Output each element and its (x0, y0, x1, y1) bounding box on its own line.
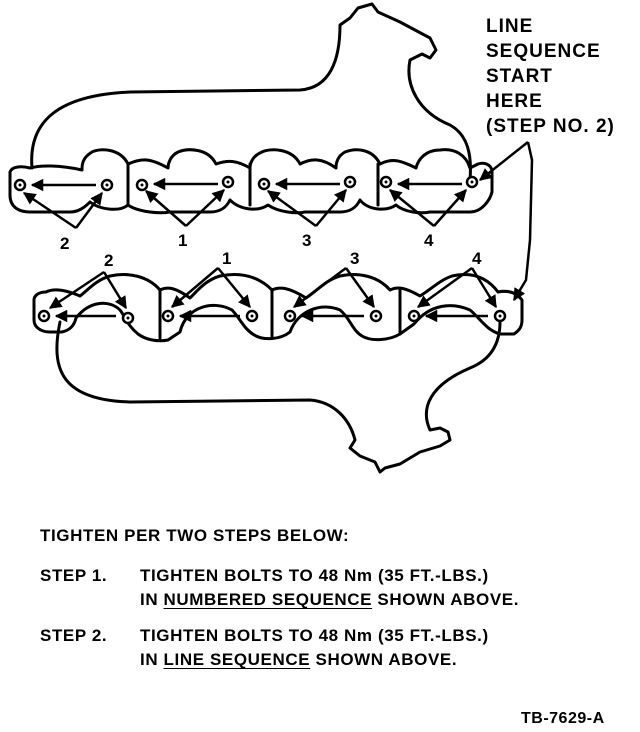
upper-port-number: 4 (424, 231, 434, 250)
callout-line: (STEP NO. 2) (486, 116, 615, 137)
step-2-line-1: TIGHTEN BOLTS TO 48 Nm (35 FT.-LBS.) (140, 626, 489, 645)
callout-line: LINE (486, 16, 534, 37)
step-1-label: STEP 1. (40, 566, 108, 585)
upper-number-leaders (22, 189, 467, 230)
line-sequence-callout: LINE SEQUENCE START HERE (STEP NO. 2) (486, 14, 615, 139)
upper-line-sequence-arrows (30, 177, 462, 192)
lower-number-leaders (48, 266, 498, 310)
line-sequence-underlined: LINE SEQUENCE (163, 650, 311, 669)
step-1-line-2: IN NUMBERED SEQUENCE SHOWN ABOVE. (140, 590, 519, 610)
lower-port-number: 1 (222, 249, 231, 268)
upper-manifold-flange (8, 148, 494, 215)
lower-port-number: 2 (104, 251, 113, 270)
step-1-in: IN (140, 590, 164, 609)
figure-code: TB-7629-A (521, 710, 605, 727)
step-1-line-1: TIGHTEN BOLTS TO 48 Nm (35 FT.-LBS.) (140, 566, 489, 585)
numbered-sequence-underlined: NUMBERED SEQUENCE (163, 590, 373, 609)
step-1-tail: SHOWN ABOVE. (372, 590, 520, 609)
upper-port-number: 1 (178, 231, 187, 250)
upper-manifold-body (30, 2, 472, 182)
upper-port-number: 3 (302, 231, 311, 250)
callout-leader (479, 141, 534, 302)
lower-manifold-body (55, 320, 502, 474)
step-2-tail: SHOWN ABOVE. (310, 650, 458, 669)
upper-port-number: 2 (60, 234, 69, 253)
step-2-label: STEP 2. (40, 626, 108, 645)
callout-line: HERE (486, 91, 543, 112)
step-2-line-2: IN LINE SEQUENCE SHOWN ABOVE. (140, 650, 457, 670)
lower-port-number: 3 (350, 249, 359, 268)
lower-port-number: 4 (472, 249, 482, 268)
callout-line: SEQUENCE (486, 41, 601, 62)
instructions-heading: TIGHTEN PER TWO STEPS BELOW: (40, 526, 350, 545)
callout-line: START (486, 66, 553, 87)
step-2-in: IN (140, 650, 164, 669)
